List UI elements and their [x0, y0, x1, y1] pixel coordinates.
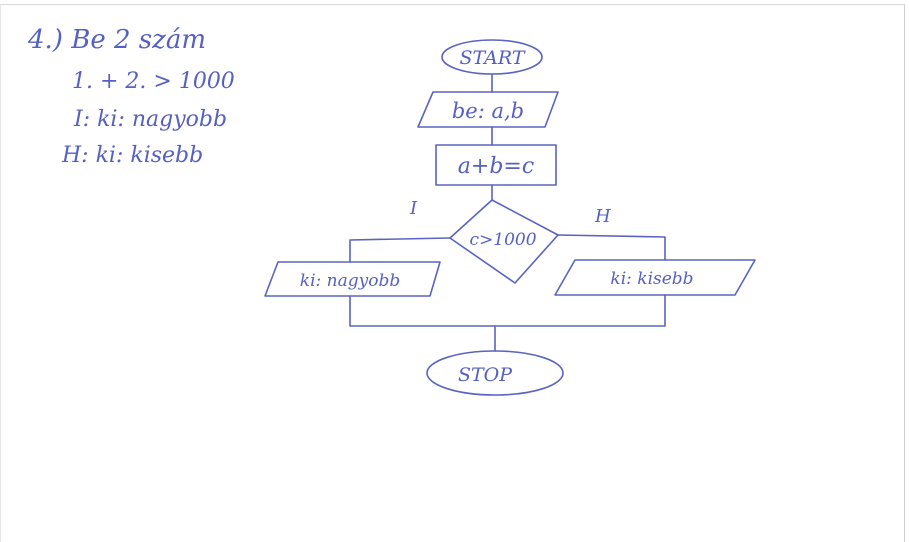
false-branch-line [557, 234, 666, 261]
true-output-label: ki: nagyobb [300, 271, 400, 291]
process-label: a+b=c [458, 154, 534, 179]
true-branch-line [349, 237, 451, 263]
process-box [435, 144, 557, 186]
notes-true-line: I: ki: nagyobb [73, 107, 227, 132]
true-output-box [264, 261, 441, 297]
true-branch-label: I [409, 198, 418, 219]
decision-diamond [449, 199, 559, 284]
false-output-box [554, 259, 756, 296]
input-box [417, 91, 559, 128]
notes-title: 4.) Be 2 szám [27, 25, 206, 55]
stop-terminal [426, 350, 564, 396]
paper-page [0, 4, 905, 542]
notes-false-line: H: ki: kisebb [61, 143, 203, 168]
input-label: be: a,b [452, 99, 524, 123]
decision-label: c>1000 [469, 230, 536, 250]
notes-condition: 1. + 2. > 1000 [72, 69, 235, 94]
start-label: START [459, 47, 525, 69]
false-output-label: ki: kisebb [610, 269, 693, 289]
merge-line [349, 294, 666, 327]
false-branch-label: H [594, 206, 611, 227]
stop-label: STOP [458, 364, 513, 386]
